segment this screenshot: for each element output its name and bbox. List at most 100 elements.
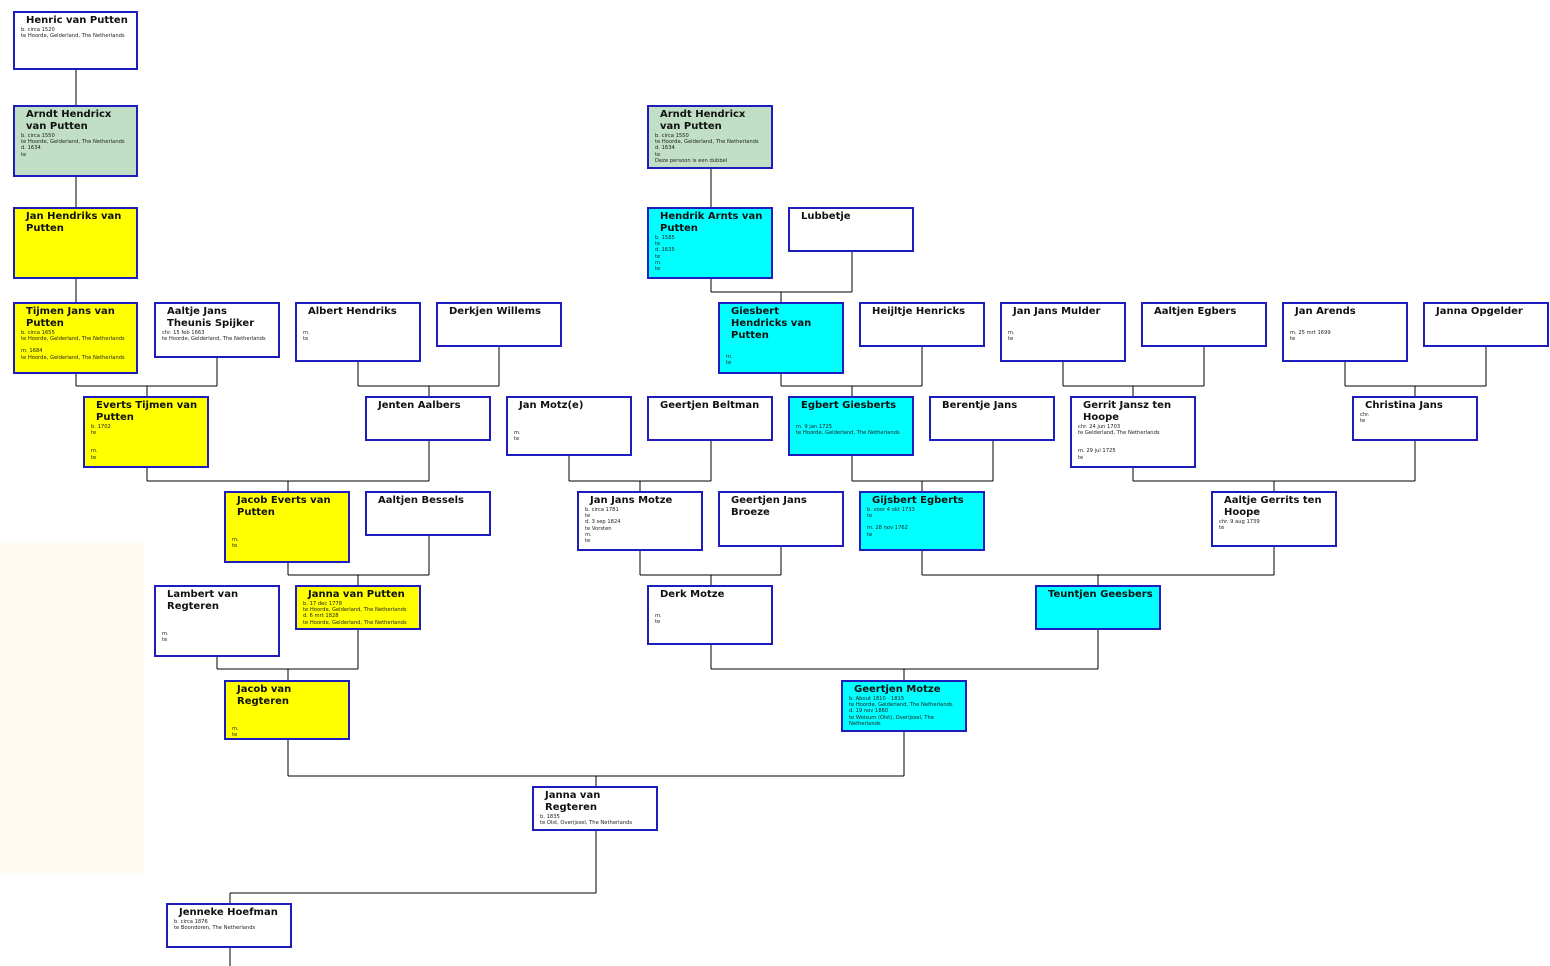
person-box-janhendriks[interactable]: Jan Hendriks van Putten xyxy=(13,207,138,279)
person-detail: te Hoorde, Gelderland, The Netherlands xyxy=(21,33,125,40)
person-detail: te xyxy=(655,241,661,248)
person-detail: te Hoorde, Gelderland, The Netherlands xyxy=(655,139,759,146)
person-box-aaltjenegbers[interactable]: Aaltjen Egbers xyxy=(1141,302,1267,347)
person-box-geertjenbroeze[interactable]: Geertjen Jans Broeze xyxy=(718,491,844,547)
person-box-heijltje[interactable]: Heijltje Henricks xyxy=(859,302,985,347)
person-name: Everts Tijmen van Putten xyxy=(96,400,198,423)
person-detail: d. 3 sep 1824 xyxy=(585,519,621,526)
person-detail: te xyxy=(867,531,873,538)
person-name: Hendrik Arnts van Putten xyxy=(660,211,763,234)
person-box-janna_opgelder[interactable]: Janna Opgelder xyxy=(1423,302,1549,347)
person-detail: b. circa 1781 xyxy=(585,507,619,513)
person-detail: te xyxy=(1360,418,1366,425)
person-box-geertjenbeltman[interactable]: Geertjen Beltman xyxy=(647,396,773,441)
person-name: Lubbetje xyxy=(801,211,851,222)
person-detail: m. 1684 xyxy=(21,348,43,355)
person-detail: m. xyxy=(232,726,239,732)
person-detail: m. xyxy=(585,531,592,538)
person-name: Jenneke Hoefman xyxy=(179,907,278,918)
person-detail: te xyxy=(655,151,661,158)
person-box-janmotz[interactable]: Jan Motz(e)m.te xyxy=(506,396,632,456)
person-detail: chr. xyxy=(1360,412,1370,418)
person-detail: b. circa 1520 xyxy=(21,27,55,33)
person-name: Gerrit Jansz ten Hoope xyxy=(1083,400,1172,423)
person-detail: te xyxy=(867,513,873,520)
person-name: Janna van Regteren xyxy=(545,790,601,813)
person-detail: te xyxy=(585,538,591,545)
person-name: Teuntjen Geesbers xyxy=(1048,589,1153,600)
person-detail: te xyxy=(726,360,732,367)
person-name: Jan Jans Mulder xyxy=(1013,306,1101,317)
person-detail: te Boondoren, The Netherlands xyxy=(174,925,256,932)
person-detail: te xyxy=(1219,525,1225,532)
person-detail: Netherlands xyxy=(849,720,881,727)
person-detail: te Hoorde, Gelderland, The Netherlands xyxy=(21,354,125,361)
person-detail: m. 29 jul 1725 xyxy=(1078,448,1116,455)
person-detail: m. xyxy=(232,537,239,543)
person-detail: te xyxy=(162,637,168,644)
person-detail: Deze persoon is een dubbel xyxy=(655,157,728,164)
person-detail: m. xyxy=(162,631,169,637)
person-name: Berentje Jans xyxy=(942,400,1018,411)
person-name: Aaltje Gerrits ten Hoope xyxy=(1224,495,1322,518)
person-name: Giesbert Hendricks van Putten xyxy=(731,306,812,341)
person-detail: te xyxy=(91,454,97,461)
person-name: Jan Hendriks van Putten xyxy=(26,211,122,234)
person-box-teuntjen[interactable]: Teuntjen Geesbers xyxy=(1035,585,1161,630)
person-detail: b. circa 1876 xyxy=(174,919,208,925)
person-detail: b. About 1810 - 1815 xyxy=(849,696,905,702)
person-name: Janna Opgelder xyxy=(1436,306,1523,317)
person-detail: chr. 24 jun 1703 xyxy=(1078,424,1121,430)
person-box-berentje[interactable]: Berentje Jans xyxy=(929,396,1055,441)
person-detail: te Hoorde, Gelderland, The Netherlands xyxy=(21,336,125,343)
person-box-lubbetje[interactable]: Lubbetje xyxy=(788,207,914,252)
person-detail: te Hoorde, Gelderland, The Netherlands xyxy=(849,702,953,709)
person-detail: chr. 15 feb 1663 xyxy=(162,330,205,336)
person-name: Aaltje Jans Theunis Spijker xyxy=(167,306,255,329)
person-detail: te xyxy=(655,266,661,273)
person-detail: d. 1634 xyxy=(655,145,675,152)
person-detail: te Hoorde, Gelderland, The Netherlands xyxy=(796,430,900,437)
person-box-jenten[interactable]: Jenten Aalbers xyxy=(365,396,491,441)
person-detail: te xyxy=(91,430,97,437)
person-detail: b. 17 dec 1778 xyxy=(303,601,343,607)
person-detail: te xyxy=(232,732,238,739)
person-name: Jan Jans Motze xyxy=(590,495,673,506)
person-detail: b. circa 1550 xyxy=(21,133,55,139)
person-detail: b. circa 1550 xyxy=(655,133,689,139)
person-detail: te xyxy=(1078,454,1084,461)
person-detail: m. 25 mrt 1699 xyxy=(1290,330,1331,336)
person-detail: te Wolsum (Olst), Overijssel, The xyxy=(849,714,934,721)
person-name: Derk Motze xyxy=(660,589,725,600)
person-box-aaltjenbessels[interactable]: Aaltjen Bessels xyxy=(365,491,491,536)
person-detail: te Olst, Overijssel, The Netherlands xyxy=(540,820,633,827)
person-box-derkjen[interactable]: Derkjen Willems xyxy=(436,302,562,347)
person-name: Aaltjen Egbers xyxy=(1154,306,1237,317)
